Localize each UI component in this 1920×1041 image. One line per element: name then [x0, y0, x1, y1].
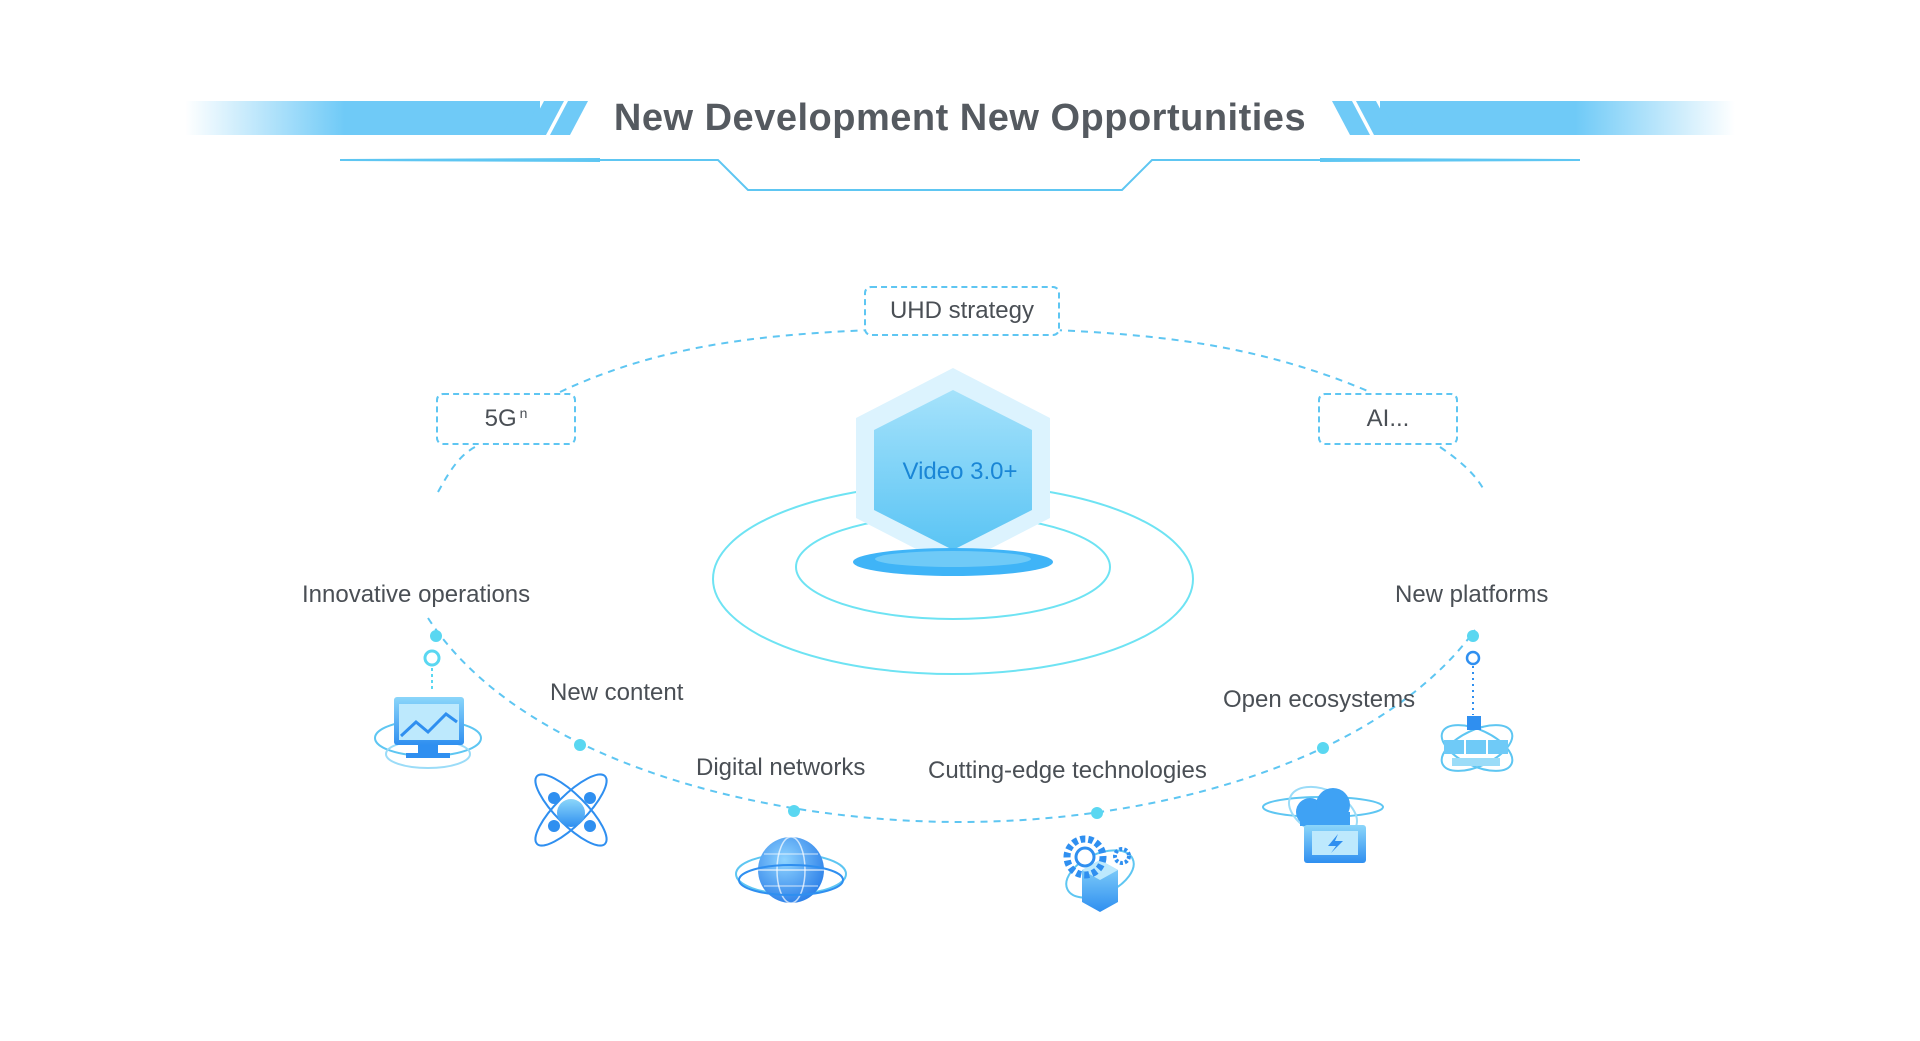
upper-dashed-arc — [437, 329, 1486, 493]
arc-nodes — [430, 630, 1479, 819]
tag-5g-superscript: n — [519, 405, 528, 421]
label-innovative-operations: Innovative operations — [302, 581, 531, 608]
atom-orbit-icon — [534, 773, 608, 847]
node-cutting-edge — [1091, 807, 1103, 819]
gear-cube-icon — [1063, 835, 1135, 912]
center-hexagon — [853, 368, 1053, 576]
label-digital-networks: Digital networks — [696, 754, 866, 781]
network-platform-icon — [1440, 650, 1514, 772]
label-open-ecosystems: Open ecosystems — [1223, 686, 1416, 713]
node-digital-networks — [788, 805, 800, 817]
tag-5g-label: 5G — [484, 405, 517, 432]
monitor-chart-icon — [374, 649, 482, 769]
globe-icon — [735, 836, 847, 904]
tag-ai: AI... — [1318, 393, 1458, 445]
tag-uhd-strategy: UHD strategy — [864, 286, 1060, 336]
node-innovative-operations — [430, 630, 442, 642]
tag-uhd-strategy-label: UHD strategy — [889, 297, 1035, 324]
lower-dashed-arc — [427, 617, 1476, 824]
cloud-server-icon — [1262, 785, 1384, 863]
center-label: Video 3.0+ — [902, 458, 1018, 485]
tag-ai-label: AI... — [1366, 405, 1410, 432]
header-decoration — [185, 101, 1735, 191]
node-new-content — [574, 739, 586, 751]
node-open-ecosystems — [1317, 742, 1329, 754]
node-new-platforms — [1467, 630, 1479, 642]
label-new-content: New content — [550, 679, 684, 706]
label-new-platforms: New platforms — [1395, 581, 1549, 608]
page-title: New Development New Opportunities — [613, 97, 1307, 139]
label-cutting-edge-technologies: Cutting-edge technologies — [928, 757, 1207, 784]
